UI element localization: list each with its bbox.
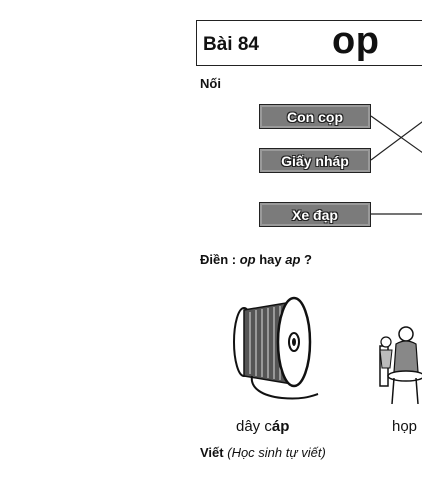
match-word-label: Giấy nháp — [281, 152, 349, 169]
write-section: Viết (Học sinh tự viết) — [200, 445, 326, 460]
match-word-label: Con cọp — [287, 108, 343, 125]
match-word-box[interactable]: Con cọp — [259, 104, 371, 129]
meeting-picture — [379, 326, 422, 405]
match-line — [370, 121, 422, 161]
fill-section-instruction: Điền : op hay ap ? — [200, 252, 312, 267]
match-word-box[interactable]: Giấy nháp — [259, 148, 371, 173]
write-section-note: (Học sinh tự viết) — [227, 445, 326, 460]
match-section-label: Nối — [200, 76, 221, 91]
match-word-label: Xe đạp — [292, 206, 338, 223]
write-section-label: Viết — [200, 445, 224, 460]
caption-hop: họp — [392, 418, 418, 435]
match-word-box[interactable]: Xe đạp — [259, 202, 371, 227]
match-line — [370, 115, 422, 154]
caption-day-cap: dây cáp — [236, 418, 290, 435]
lesson-number: Bài 84 — [203, 34, 259, 55]
cable-spool-picture — [233, 296, 319, 400]
lesson-title: op — [332, 20, 380, 62]
lesson-header-box — [196, 20, 422, 66]
